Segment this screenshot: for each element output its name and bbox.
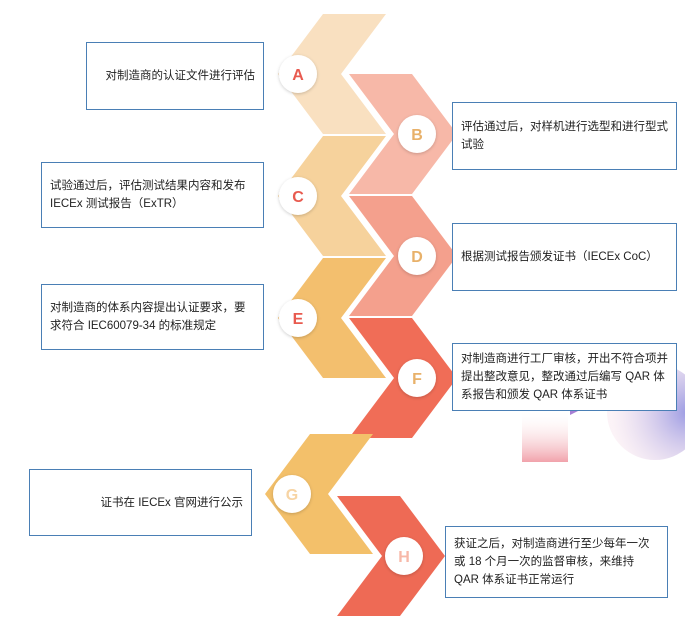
step-letter-c: C xyxy=(292,189,304,206)
step-text-f: 对制造商进行工厂审核，开出不符合项并提出整改意见，整改通过后编写 QAR 体系报… xyxy=(461,353,668,401)
chevron-step-e xyxy=(278,258,386,378)
chevron-step-g xyxy=(265,434,373,554)
step-box-d: 根据测试报告颁发证书（IECEx CoC） xyxy=(452,223,677,291)
step-box-b: 评估通过后，对样机进行选型和进行型式试验 xyxy=(452,102,677,170)
step-box-c: 试验通过后，评估测试结果内容和发布IECEx 测试报告（ExTR） xyxy=(41,162,264,228)
step-text-h: 获证之后，对制造商进行至少每年一次或 18 个月一次的监督审核，来维持 QAR … xyxy=(454,538,650,586)
step-box-e: 对制造商的体系内容提出认证要求，要求符合 IEC60079-34 的标准规定 xyxy=(41,284,264,350)
step-marker-g xyxy=(273,475,311,513)
step-text-g: 证书在 IECEx 官网进行公示 xyxy=(100,496,243,509)
step-letter-e: E xyxy=(293,311,304,328)
step-marker-h xyxy=(385,537,423,575)
chevron-step-a xyxy=(278,14,386,134)
step-text-c: 试验通过后，评估测试结果内容和发布IECEx 测试报告（ExTR） xyxy=(50,180,246,210)
step-letter-g: G xyxy=(286,487,298,504)
step-box-f: 对制造商进行工厂审核，开出不符合项并提出整改意见，整改通过后编写 QAR 体系报… xyxy=(452,343,677,411)
step-marker-c xyxy=(279,177,317,215)
step-letter-h: H xyxy=(398,549,410,566)
step-letter-d: D xyxy=(411,249,423,266)
decor-pink-rect xyxy=(522,410,568,462)
step-marker-d xyxy=(398,237,436,275)
step-marker-a xyxy=(279,55,317,93)
step-letter-b: B xyxy=(411,127,423,144)
step-marker-e xyxy=(279,299,317,337)
step-marker-b xyxy=(398,115,436,153)
step-letter-f: F xyxy=(412,371,422,388)
step-text-e: 对制造商的体系内容提出认证要求，要求符合 IEC60079-34 的标准规定 xyxy=(50,302,246,332)
step-text-d: 根据测试报告颁发证书（IECEx CoC） xyxy=(461,251,658,263)
step-box-g: 证书在 IECEx 官网进行公示 xyxy=(29,469,252,536)
step-text-a: 对制造商的认证文件进行评估 xyxy=(105,70,256,82)
step-marker-f xyxy=(398,359,436,397)
step-letter-a: A xyxy=(292,67,304,84)
chevron-step-c xyxy=(278,136,386,256)
step-text-b: 评估通过后，对样机进行选型和进行型式试验 xyxy=(461,121,668,151)
step-box-a: 对制造商的认证文件进行评估 xyxy=(86,42,264,110)
step-box-h: 获证之后，对制造商进行至少每年一次或 18 个月一次的监督审核，来维持 QAR … xyxy=(445,526,668,598)
